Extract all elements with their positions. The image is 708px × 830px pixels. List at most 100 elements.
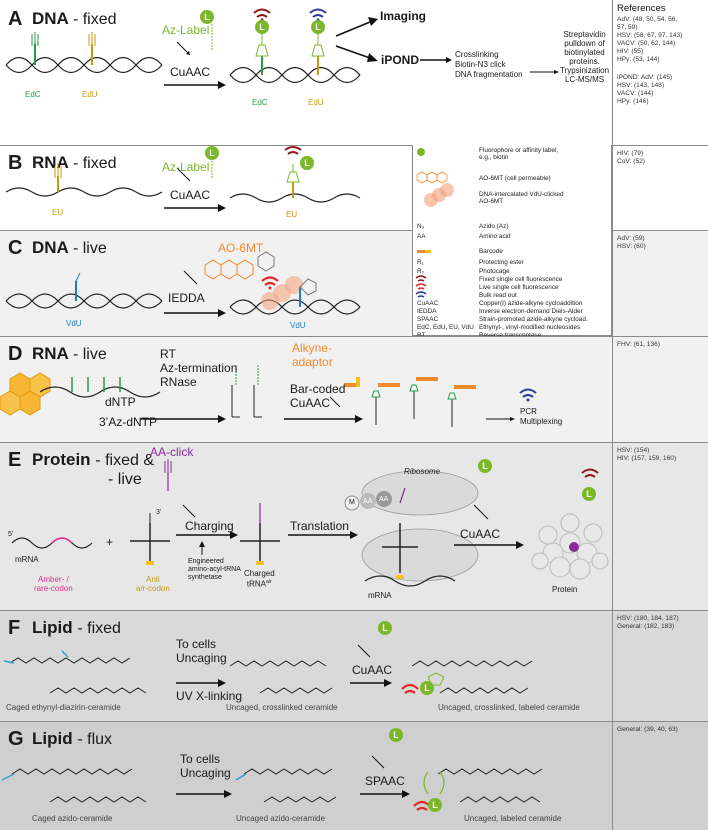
ao-6mt-molecule xyxy=(204,251,275,280)
ref-line: HIV: (157, 159, 160) xyxy=(617,455,677,462)
nucleoside-label: EdC xyxy=(25,90,41,99)
legend-text: Photocage xyxy=(479,268,510,275)
compound-label: Uncaged, crosslinked, labeled ceramide xyxy=(438,703,580,712)
reaction-label: CuAAC xyxy=(352,663,393,677)
legend-text: Bulk read out xyxy=(479,292,517,299)
legend-keys xyxy=(415,148,454,298)
panel-g-graphics xyxy=(1,755,543,811)
amber-codon-label: Amber- / rare-codon xyxy=(34,575,73,593)
panel-subtitle: - live xyxy=(72,346,107,363)
reaction-label: CuAAC xyxy=(170,188,211,202)
az-dntp-label: 3’Az-dNTP xyxy=(99,415,158,429)
reaction-label: IEDDA xyxy=(168,291,205,305)
reaction-label: SPAAC xyxy=(365,774,405,788)
references-d: FHV: (61, 136) xyxy=(612,337,708,442)
panel-subtitle: - fixed xyxy=(77,620,121,637)
panel-divider xyxy=(0,442,708,443)
references-e: HSV: (154) HIV: (157, 159, 160) xyxy=(612,443,708,610)
ref-line: General: (182, 183) xyxy=(617,623,675,630)
amber-line: rare-codon xyxy=(34,584,73,593)
references-g: General: (39, 40, 63) xyxy=(612,722,708,830)
references-a: References AdV: (48, 50, 54, 56, 57, 59)… xyxy=(612,0,708,145)
legend-text: Amino acid xyxy=(479,233,511,240)
ref-line: HSV: (58, 67, 97, 143) xyxy=(617,32,683,39)
panel-e: HSV: (154) HIV: (157, 159, 160) E Protei… xyxy=(0,443,708,610)
label-icon: L xyxy=(200,10,214,24)
step-label: To cells xyxy=(176,637,217,651)
compound-label: Caged azido-ceramide xyxy=(32,814,113,823)
ipond-step: Biotin-N3 click xyxy=(455,60,506,69)
panel-title-main: RNA xyxy=(32,344,69,363)
panel-title-main: Lipid xyxy=(32,729,73,748)
legend: N₃ AA R₁ R₂ CuAAC IEDDA SPAAC EdC, EdU, … xyxy=(412,145,612,339)
legend-key: IEDDA xyxy=(417,308,437,315)
panel-divider xyxy=(0,610,708,611)
panel-letter: B xyxy=(8,152,23,174)
legend-key: N₃ xyxy=(417,223,425,230)
charged-line: tRNA xyxy=(246,579,266,589)
panel-a-graphics xyxy=(5,8,559,89)
ref-line: HIV: (55) xyxy=(617,48,644,55)
ribosome-label: Ribosome xyxy=(404,467,441,476)
nucleoside-label: EU xyxy=(52,208,64,217)
pcr-label: Multiplexing xyxy=(520,417,563,426)
legend-key: AA xyxy=(417,233,426,240)
ref-line: HSV: (60) xyxy=(617,243,646,250)
step-label: Az-termination xyxy=(160,361,238,375)
references-b: HIV: (79) CoV: (52) xyxy=(612,146,708,230)
ref-line: iPOND: AdV: (145) xyxy=(617,74,673,81)
ref-line: FHV: (61, 136) xyxy=(617,341,660,348)
dntp-label: dNTP xyxy=(105,395,136,409)
reagent-label: AO-6MT xyxy=(218,241,264,255)
panel-title-main: RNA xyxy=(32,153,69,172)
pulldown-line: Trypsinization xyxy=(560,66,610,75)
panel-subtitle: - flux xyxy=(77,731,113,748)
panel-title-main: Lipid xyxy=(32,618,73,637)
panel-divider xyxy=(0,230,708,231)
pulldown-text: Streptavidin pulldown of biotinylated pr… xyxy=(560,30,609,84)
step-label: Uncaging xyxy=(176,651,227,665)
nucleoside-label: EdU xyxy=(308,98,324,107)
pulldown-line: pulldown of xyxy=(564,39,605,48)
panel-letter: G xyxy=(8,728,24,750)
compound-label: Caged ethynyl-diazirin-ceramide xyxy=(6,703,121,712)
translation-label: Translation xyxy=(290,519,349,533)
charged-line: Charged xyxy=(244,569,275,578)
compound-label: Uncaged, labeled ceramide xyxy=(464,814,562,823)
adaptor-label: Alkyne- xyxy=(292,341,333,355)
charged-trna-label: Charged tRNAa/r xyxy=(244,569,275,589)
reaction-label: CuAAC xyxy=(170,65,211,79)
references-f: HSV: (180, 184, 187) General: (182, 183) xyxy=(612,611,708,721)
label-icon: L xyxy=(205,146,219,160)
panel-title: Lipid - fixed xyxy=(32,618,121,638)
panel-subtitle-2: - live xyxy=(108,469,142,489)
panel-title: Lipid - flux xyxy=(32,729,112,749)
az-label: Az-Label xyxy=(162,160,210,174)
legend-text: Copper(I) azide-alkyne cycloaddition xyxy=(479,300,583,307)
ref-line: HPy: (146) xyxy=(617,98,649,105)
legend-text: Fluorophore or affinity label, xyxy=(479,147,559,154)
panel-letter: C xyxy=(8,237,23,259)
protein-blob xyxy=(531,513,609,580)
legend-text: AO-6MT (cell permeable) xyxy=(479,175,551,182)
ref-line: CoV: (52) xyxy=(617,158,645,165)
pulldown-line: biotinylated xyxy=(564,48,605,57)
trna-superscript: a/r xyxy=(265,579,272,585)
panel-letter: E xyxy=(8,449,22,471)
ref-line: VACV: (144) xyxy=(617,90,654,97)
barcoded-products xyxy=(371,377,476,427)
legend-key: R₁ xyxy=(417,259,424,266)
panel-d-graphics xyxy=(0,365,537,427)
ribo-aa: AA xyxy=(379,496,389,503)
nucleoside-label: EdU xyxy=(82,90,98,99)
panel-letter: A xyxy=(8,8,23,30)
mrna-label: mRNA xyxy=(368,591,392,600)
ribo-aa: AA xyxy=(363,498,373,505)
panel-subtitle: - fixed & xyxy=(95,452,154,469)
anti-line: Anti xyxy=(146,575,160,584)
panel-subtitle: - live xyxy=(72,240,107,257)
panel-g: General: (39, 40, 63) G Lipid - flux xyxy=(0,722,708,830)
panel-f: HSV: (180, 184, 187) General: (182, 183)… xyxy=(0,611,708,721)
ref-line: HSV: (154) xyxy=(617,447,650,454)
